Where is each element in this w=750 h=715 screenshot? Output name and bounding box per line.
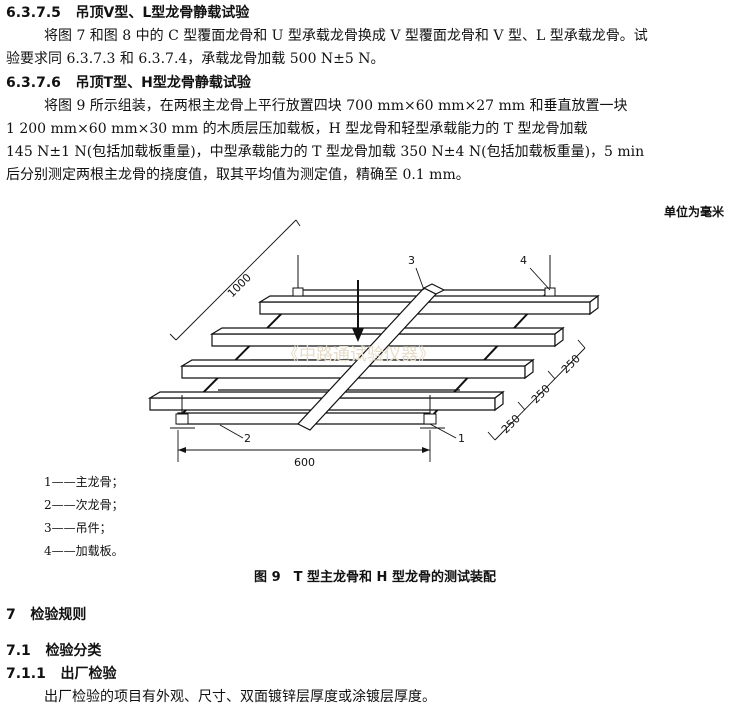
heading-number: 6.3.7.5 [6,5,61,21]
heading-number: 7.1.1 [6,666,46,682]
heading-title: 检验分类 [45,643,102,659]
unit-note: 单位为毫米 [663,205,724,219]
callout-3: 3 [408,254,415,267]
dim-1000: 1000 [225,271,254,300]
heading-number: 7 [6,607,16,623]
paragraph-line: 出厂检验的项目有外观、尺寸、双面镀锌层厚度或涂镀层厚度。 [44,689,436,705]
callout-1: 1 [458,432,465,445]
heading-title: 吊顶T型、H型龙骨静载试验 [75,75,251,91]
legend-item: 3——吊件； [44,521,112,535]
dim-250: 250 [529,382,553,406]
heading-6-3-7-6: 6.3.7.6 吊顶T型、H型龙骨静载试验 [6,74,251,92]
heading-7-1: 7.1 检验分类 [6,642,101,660]
heading-title: 吊顶V型、L型龙骨静载试验 [75,5,250,21]
heading-title: 检验规则 [30,607,87,623]
legend-item: 2——次龙骨； [44,498,124,512]
paragraph-line: 后分别测定两根主龙骨的挠度值，取其平均值为测定值，精确至 0.1 mm。 [6,167,470,183]
diagonal-plank [297,283,446,431]
load-arrow [352,280,364,342]
paragraph-line: 145 N±1 N(包括加载板重量)，中型承载能力的 T 型龙骨加载 350 N… [6,144,645,160]
legend-item: 4——加载板。 [44,544,124,558]
paragraph-line: 验要求同 6.3.7.3 和 6.3.7.4，承载龙骨加载 500 N±5 N。 [6,51,385,67]
figure-caption: 图 9 T 型主龙骨和 H 型龙骨的测试装配 [254,570,496,585]
hanger [175,255,556,425]
paragraph-line: 1 200 mm×60 mm×30 mm 的木质层压加载板，H 型龙骨和轻型承载… [6,121,588,137]
paragraph-line: 将图 9 所示组装，在两根主龙骨上平行放置四块 700 mm×60 mm×27 … [44,98,628,114]
heading-6-3-7-5: 6.3.7.5 吊顶V型、L型龙骨静载试验 [6,4,249,22]
watermark: 《中路通试验仪器》 [282,345,435,365]
dim-250: 250 [559,352,583,376]
heading-7: 7 检验规则 [6,606,86,624]
heading-7-1-1: 7.1.1 出厂检验 [6,665,117,683]
legend-item: 1——主龙骨； [44,475,124,489]
callout-2: 2 [244,432,251,445]
heading-title: 出厂检验 [60,666,117,682]
callout-4: 4 [520,254,527,267]
heading-number: 6.3.7.6 [6,75,61,91]
dim-600: 600 [294,456,315,469]
paragraph-line: 将图 7 和图 8 中的 C 型覆面龙骨和 U 型承载龙骨换成 V 型覆面龙骨和… [44,28,648,44]
loading-plate [257,294,600,316]
heading-number: 7.1 [6,643,31,659]
